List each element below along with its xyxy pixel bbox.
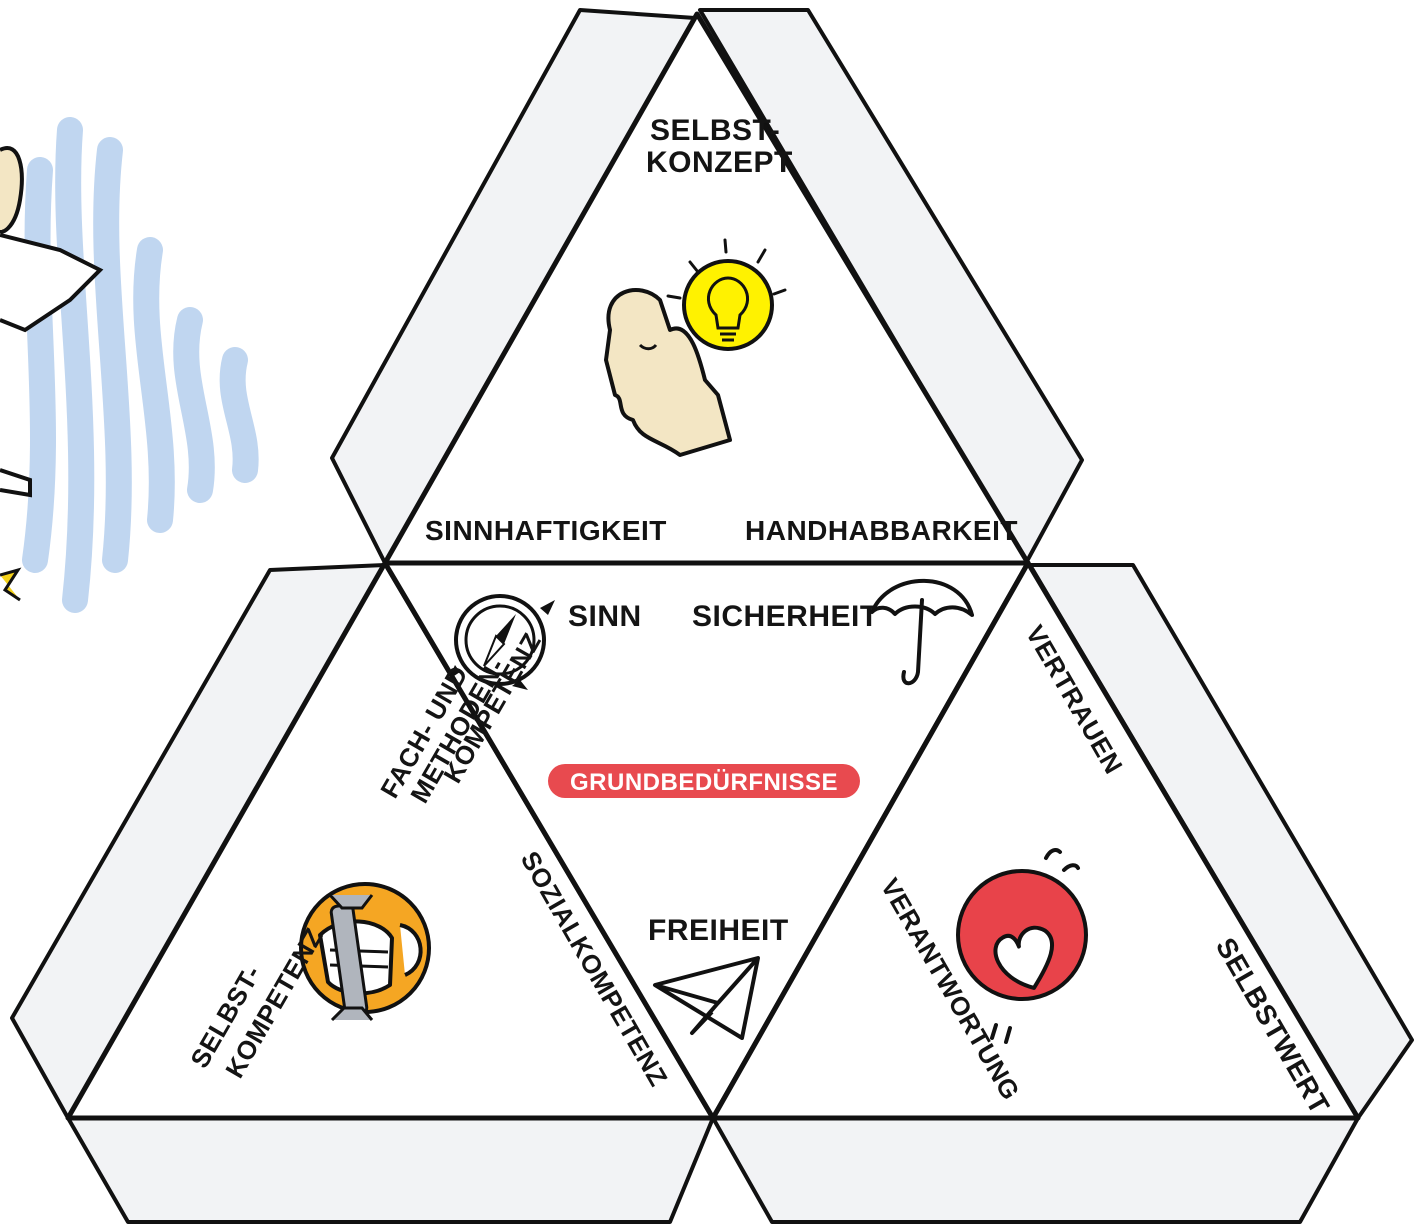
sinn-label: SINN xyxy=(568,600,642,633)
top-face-content: SELBST- KONZEPT SINNHAFTIGKEIT HANDHABBA… xyxy=(425,114,1018,546)
sinnhaftigkeit-label: SINNHAFTIGKEIT xyxy=(425,515,667,546)
glue-flaps xyxy=(10,8,1414,1224)
left-scribble-decoration xyxy=(0,117,259,613)
heart-icon xyxy=(956,848,1088,1044)
center-face-content: SINN SICHERHEIT GRUNDBEDÜRFNISSE FREIHEI… xyxy=(448,578,974,1040)
sicherheit-label: SICHERHEIT xyxy=(692,600,879,633)
handhabbarkeit-label: HANDHABBARKEIT xyxy=(745,515,1018,546)
head-lightbulb-icon xyxy=(604,238,787,457)
flap-bottom-right xyxy=(711,1116,1360,1224)
compass-icon xyxy=(448,594,555,690)
wrench-hand-icon xyxy=(299,882,431,1022)
selbstkonzept-line2: KONZEPT xyxy=(646,146,793,179)
flap-bottom-left xyxy=(66,1116,715,1224)
grundbeduerfnisse-label: GRUNDBEDÜRFNISSE xyxy=(570,769,838,796)
grundbeduerfnisse-badge: GRUNDBEDÜRFNISSE xyxy=(548,764,860,798)
paper-plane-icon xyxy=(653,956,760,1040)
umbrella-icon xyxy=(870,578,974,686)
face-right xyxy=(710,560,1361,1121)
selbstkonzept-line1: SELBST- xyxy=(650,114,780,147)
freiheit-label: FREIHEIT xyxy=(648,914,789,947)
faces xyxy=(65,11,1361,1121)
